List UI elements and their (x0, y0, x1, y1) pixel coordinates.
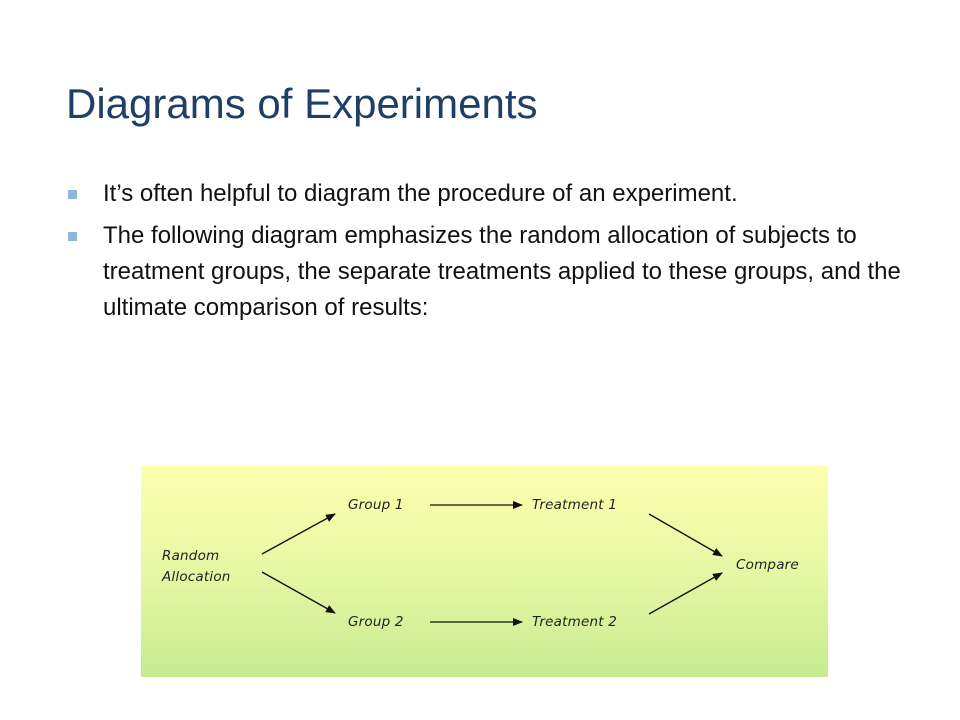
arrow-treatment2-to-compare (648, 572, 723, 615)
diagram-background (141, 466, 828, 677)
node-random-allocation-line1: Random (162, 548, 220, 564)
bullet-text: The following diagram emphasizes the ran… (103, 222, 901, 321)
square-bullet-icon (68, 232, 77, 241)
node-compare: Compare (736, 557, 799, 573)
node-random-allocation-line2: Allocation (162, 569, 231, 585)
diagram-arrows (261, 501, 723, 626)
node-group-1: Group 1 (348, 497, 404, 513)
bullet-item: The following diagram emphasizes the ran… (66, 218, 926, 326)
arrow-treatment1-to-compare (648, 513, 723, 557)
node-treatment-2: Treatment 2 (532, 614, 618, 630)
square-bullet-icon (68, 190, 77, 199)
bullet-item: It’s often helpful to diagram the proced… (66, 176, 926, 212)
node-group-2: Group 2 (348, 614, 404, 630)
arrow-random-to-group2 (261, 571, 336, 614)
node-treatment-1: Treatment 1 (532, 497, 618, 513)
slide-title: Diagrams of Experiments (66, 80, 538, 127)
arrow-random-to-group1 (261, 513, 336, 555)
experiment-diagram: Random Allocation Group 1 Group 2 Treatm… (141, 466, 828, 677)
bullet-text: It’s often helpful to diagram the proced… (103, 180, 738, 207)
bullet-list: It’s often helpful to diagram the proced… (66, 176, 926, 332)
